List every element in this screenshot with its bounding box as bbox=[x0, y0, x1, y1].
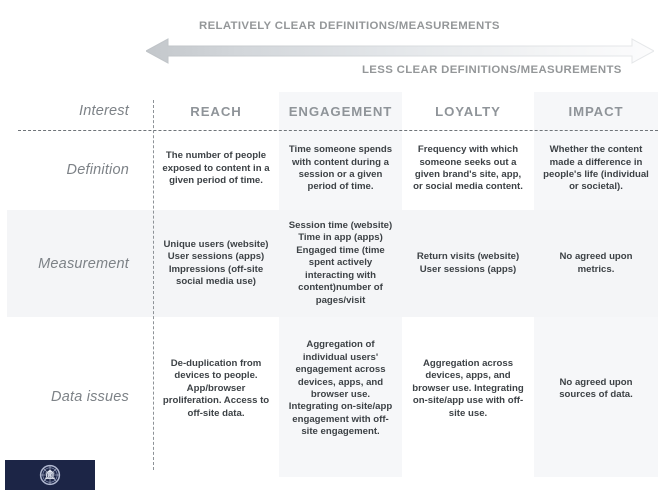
row-header-data-issues: Data issues bbox=[0, 317, 153, 477]
double-headed-arrow-icon bbox=[146, 38, 654, 64]
row-tint-measurement bbox=[7, 210, 658, 317]
row-header-label: Measurement bbox=[38, 255, 129, 272]
cell-data-issues-engagement: Aggregation of individual users' engagem… bbox=[279, 317, 402, 477]
cell-measurement-loyalty: Return visits (website) User sessions (a… bbox=[402, 210, 534, 317]
header-divider bbox=[18, 130, 658, 131]
row-header-label: Definition bbox=[66, 162, 129, 178]
cell-text: Unique users (website) User sessions (ap… bbox=[163, 238, 269, 287]
cell-data-issues-reach: De-duplication from devices to people. A… bbox=[153, 317, 279, 477]
cell-text: Return visits (website) User sessions (a… bbox=[416, 251, 520, 275]
column-header-label: REACH bbox=[190, 103, 242, 119]
column-header-impact: IMPACT bbox=[534, 92, 658, 130]
organization-logo bbox=[5, 460, 95, 490]
cell-measurement-engagement: Session time (website) Time in app (apps… bbox=[279, 210, 402, 317]
column-header-reach: REACH bbox=[153, 92, 279, 130]
matrix-grid: Interest REACH ENGAGEMENT LOYALTY IMPACT… bbox=[0, 92, 665, 477]
cell-text: Whether the content made a difference in… bbox=[543, 144, 649, 193]
axis-banner: RELATIVELY CLEAR DEFINITIONS/MEASUREMENT… bbox=[0, 0, 665, 92]
cell-text: Aggregation of individual users' engagem… bbox=[288, 339, 393, 438]
cell-text: Session time (website) Time in app (apps… bbox=[288, 220, 393, 306]
cell-measurement-reach: Unique users (website) User sessions (ap… bbox=[153, 210, 279, 317]
cell-text: No agreed upon sources of data. bbox=[559, 376, 633, 400]
cell-text: No agreed upon metrics. bbox=[559, 251, 633, 275]
column-header-loyalty: LOYALTY bbox=[402, 92, 534, 130]
column-header-engagement: ENGAGEMENT bbox=[279, 92, 402, 130]
column-header-label: LOYALTY bbox=[435, 103, 501, 119]
cell-data-issues-loyalty: Aggregation across devices, apps, and br… bbox=[402, 317, 534, 477]
cell-definition-reach: The number of people exposed to content … bbox=[153, 130, 279, 210]
row-header-measurement: Measurement bbox=[0, 210, 153, 317]
matrix-corner-cell: Interest bbox=[0, 92, 153, 130]
cell-definition-impact: Whether the content made a difference in… bbox=[534, 130, 658, 210]
column-header-label: IMPACT bbox=[568, 103, 624, 119]
cell-data-issues-impact: No agreed upon sources of data. bbox=[534, 317, 658, 477]
institutional-seal-icon bbox=[39, 464, 61, 486]
axis-label-relatively-clear: RELATIVELY CLEAR DEFINITIONS/MEASUREMENT… bbox=[199, 20, 500, 32]
cell-text: Time someone spends with content during … bbox=[288, 144, 393, 193]
cell-text: The number of people exposed to content … bbox=[162, 150, 270, 187]
cell-text: Frequency with which someone seeks out a… bbox=[413, 144, 523, 193]
cell-definition-engagement: Time someone spends with content during … bbox=[279, 130, 402, 210]
row-header-label: Data issues bbox=[51, 389, 129, 405]
cell-text: Aggregation across devices, apps, and br… bbox=[412, 357, 524, 419]
column-header-label: ENGAGEMENT bbox=[288, 103, 393, 119]
cell-definition-loyalty: Frequency with which someone seeks out a… bbox=[402, 130, 534, 210]
row-header-definition: Definition bbox=[0, 130, 153, 210]
matrix-corner-label: Interest bbox=[79, 103, 129, 119]
metrics-matrix: Interest REACH ENGAGEMENT LOYALTY IMPACT… bbox=[0, 92, 665, 477]
axis-label-less-clear: LESS CLEAR DEFINITIONS/MEASUREMENTS bbox=[362, 64, 622, 76]
cell-measurement-impact: No agreed upon metrics. bbox=[534, 210, 658, 317]
label-column-divider bbox=[153, 100, 154, 470]
cell-text: De-duplication from devices to people. A… bbox=[162, 357, 270, 419]
